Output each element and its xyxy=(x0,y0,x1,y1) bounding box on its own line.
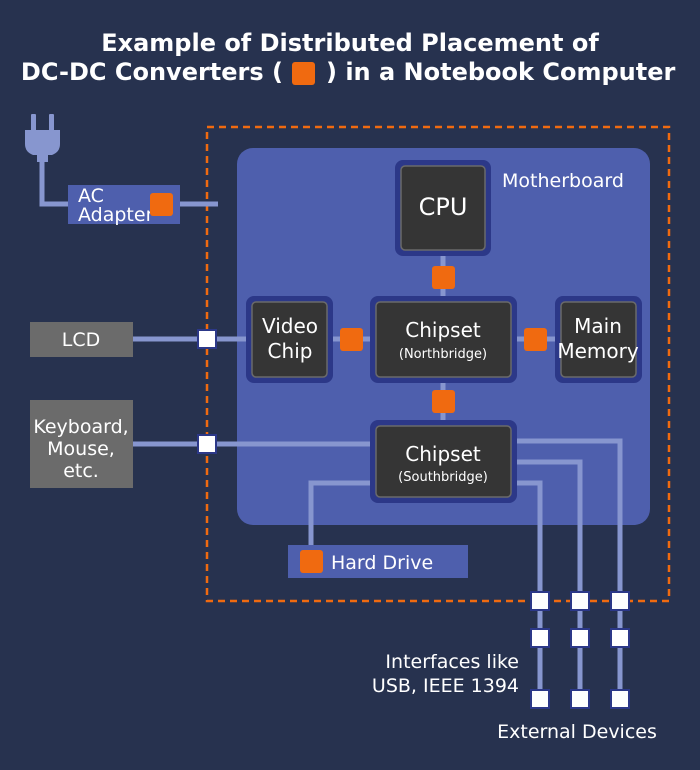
main-memory-chip xyxy=(560,301,637,378)
legend-converter-icon xyxy=(292,62,315,85)
interfaces-label-line-2: USB, IEEE 1394 xyxy=(372,675,519,697)
northbridge-sublabel: (Northbridge) xyxy=(399,347,487,362)
southbridge-chip xyxy=(375,425,512,498)
lcd-box xyxy=(30,322,133,357)
cpu-converter xyxy=(432,266,455,289)
cpu-chip xyxy=(400,165,486,251)
title-line-1: Example of Distributed Placement of xyxy=(101,29,599,57)
interface-port-1 xyxy=(530,628,550,648)
external-device-port-2 xyxy=(570,689,590,709)
ac-adapter-converter xyxy=(150,193,173,216)
southbridge-interface-wire-2 xyxy=(509,459,583,700)
keyboard-label-line-3: etc. xyxy=(63,460,99,482)
southbridge-converter xyxy=(432,390,455,413)
northbridge-chip xyxy=(375,301,512,378)
southbridge-harddrive-wire xyxy=(308,480,378,545)
video-chip xyxy=(251,301,328,378)
motherboard-label: Motherboard xyxy=(502,170,624,192)
interfaces-label-line-1: Interfaces like xyxy=(385,651,519,673)
notebook-boundary xyxy=(205,125,671,603)
main-memory-converter xyxy=(524,328,547,351)
keyboard-label-line-2: Mouse, xyxy=(47,438,115,460)
video-chip-label-line-1: Video xyxy=(262,314,318,338)
northbridge-label: Chipset xyxy=(405,318,481,342)
cpu-label: CPU xyxy=(419,193,468,221)
keyboard-box xyxy=(30,400,133,488)
southbridge-interface-wire-1 xyxy=(509,480,543,700)
ac-adapter-label-line-1: AC xyxy=(78,185,104,207)
interface-port-3-internal xyxy=(610,591,630,611)
interface-port-2-internal xyxy=(570,591,590,611)
video-chip-converter xyxy=(340,328,363,351)
interface-port-3 xyxy=(610,628,630,648)
southbridge-label: Chipset xyxy=(405,442,481,466)
external-device-port-3 xyxy=(610,689,630,709)
hard-drive-converter xyxy=(300,550,323,573)
keyboard-connector xyxy=(197,434,217,454)
external-devices-label: External Devices xyxy=(497,721,657,743)
power-plug-icon xyxy=(25,114,60,162)
lcd-label: LCD xyxy=(62,329,100,351)
southbridge-interface-wire-3 xyxy=(509,438,623,700)
hard-drive-label: Hard Drive xyxy=(331,552,433,574)
interface-port-2 xyxy=(570,628,590,648)
main-memory-label-line-2: Memory xyxy=(557,339,639,363)
southbridge-sublabel: (Southbridge) xyxy=(398,470,488,485)
title-line-2-start: DC-DC Converters ( xyxy=(21,58,283,86)
video-chip-label-line-2: Chip xyxy=(268,339,313,363)
lcd-connector xyxy=(197,329,217,349)
keyboard-label-line-1: Keyboard, xyxy=(33,416,128,438)
external-device-port-1 xyxy=(530,689,550,709)
interface-port-1-internal xyxy=(530,591,550,611)
plug-cable xyxy=(39,160,68,207)
ac-adapter-label-line-2: Adapter xyxy=(78,204,154,226)
title-line-2-end: ) in a Notebook Computer xyxy=(326,58,675,86)
main-memory-label-line-1: Main xyxy=(574,314,622,338)
